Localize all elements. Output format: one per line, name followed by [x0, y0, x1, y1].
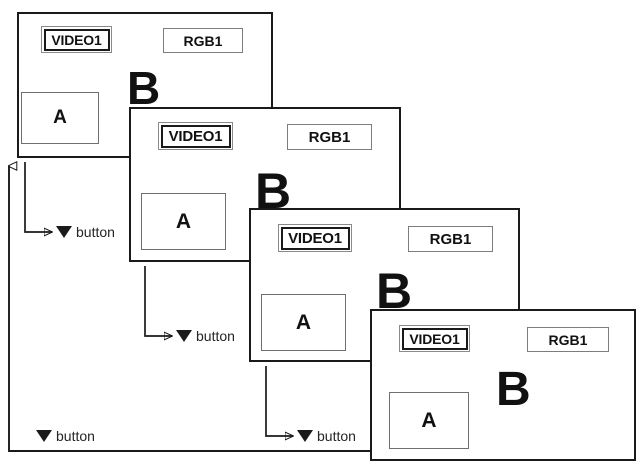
- screen-panel-1[interactable]: VIDEO1 RGB1 B A: [17, 12, 273, 158]
- down-triangle-icon: [176, 330, 192, 342]
- video1-label: VIDEO1: [409, 330, 460, 347]
- b-label-panel-4: B: [496, 363, 531, 416]
- b-label-panel-3: B: [376, 263, 412, 319]
- screen-panel-4[interactable]: VIDEO1 RGB1 B A: [370, 309, 636, 461]
- rgb1-label: RGB1: [308, 128, 351, 146]
- elbow-arrow-3: [265, 366, 293, 436]
- video1-selection-ring: VIDEO1: [280, 226, 350, 250]
- down-triangle-icon: [56, 226, 72, 238]
- button-annotation-3: button: [297, 428, 356, 444]
- video1-label: VIDEO1: [168, 127, 223, 145]
- rgb1-label: RGB1: [183, 32, 223, 49]
- down-triangle-icon: [36, 430, 52, 442]
- video1-button-panel-4[interactable]: VIDEO1: [399, 325, 470, 352]
- b-label-panel-1: B: [127, 62, 160, 114]
- video1-button-panel-3[interactable]: VIDEO1: [278, 224, 352, 252]
- button-annotation-1: button: [56, 224, 115, 240]
- rgb1-button-panel-4[interactable]: RGB1: [527, 327, 609, 352]
- button-annotation-label: button: [76, 224, 115, 240]
- elbow-arrow-2: [144, 266, 172, 336]
- a-label: A: [175, 209, 192, 233]
- video1-label: VIDEO1: [51, 31, 102, 48]
- a-box-panel-2[interactable]: A: [141, 193, 226, 250]
- video1-selection-ring: VIDEO1: [160, 124, 231, 148]
- video1-selection-ring: VIDEO1: [43, 28, 110, 51]
- down-triangle-icon: [297, 430, 313, 442]
- rgb1-label: RGB1: [548, 331, 588, 348]
- a-label: A: [53, 107, 67, 128]
- video1-button-panel-2[interactable]: VIDEO1: [158, 122, 233, 150]
- rgb1-button-panel-2[interactable]: RGB1: [287, 124, 372, 150]
- button-annotation-4: button: [36, 428, 95, 444]
- video1-selection-ring: VIDEO1: [401, 327, 468, 350]
- rgb1-label: RGB1: [429, 230, 472, 248]
- a-box-panel-4[interactable]: A: [389, 392, 469, 449]
- rgb1-button-panel-1[interactable]: RGB1: [163, 28, 243, 53]
- a-box-panel-1[interactable]: A: [21, 92, 99, 144]
- rgb1-button-panel-3[interactable]: RGB1: [408, 226, 493, 252]
- button-annotation-label: button: [196, 328, 235, 344]
- button-annotation-2: button: [176, 328, 235, 344]
- button-annotation-label: button: [317, 428, 356, 444]
- elbow-arrow-1: [24, 162, 52, 232]
- a-label: A: [421, 408, 437, 432]
- a-box-panel-3[interactable]: A: [261, 294, 346, 351]
- video1-button-panel-1[interactable]: VIDEO1: [41, 26, 112, 53]
- video1-label: VIDEO1: [288, 229, 342, 247]
- button-annotation-label: button: [56, 428, 95, 444]
- a-label: A: [295, 310, 312, 334]
